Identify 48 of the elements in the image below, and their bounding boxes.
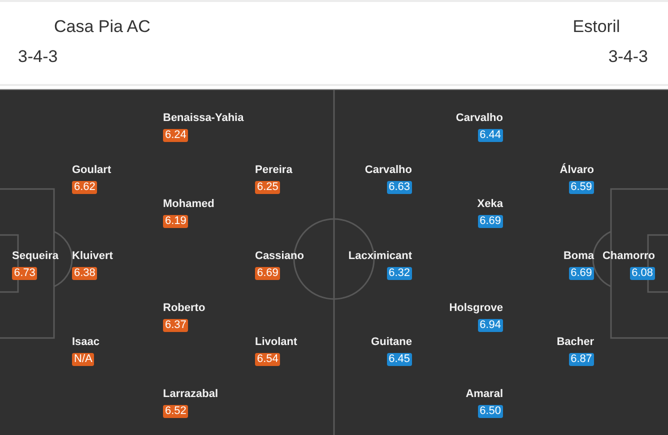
player-name: Benaissa-Yahia	[163, 112, 244, 125]
rating-badge: 6.69	[568, 267, 594, 280]
rating-badge: 6.50	[478, 405, 503, 418]
rating-badge: 6.59	[568, 181, 594, 194]
player-name: Goulart	[72, 164, 112, 177]
rating-badge: 6.44	[478, 129, 503, 142]
rating-badge: 6.32	[386, 267, 412, 280]
rating-badge: N/A	[72, 353, 94, 366]
player-name: Álvaro	[560, 164, 594, 177]
rating-badge: 6.94	[478, 319, 503, 332]
player-name: Roberto	[163, 302, 206, 315]
rating-badge: 6.54	[255, 353, 280, 366]
player-name: Holsgrove	[449, 302, 503, 315]
player-name: Carvalho	[456, 112, 503, 125]
formation-label: 3-4-3	[18, 46, 58, 68]
rating-badge: 6.08	[630, 267, 655, 280]
player-name: Xeka	[477, 198, 503, 211]
player-name: Cassiano	[255, 250, 304, 263]
player-name: Larrazabal	[163, 388, 218, 401]
rating-badge: 6.38	[72, 267, 98, 280]
rating-badge: 6.25	[255, 181, 280, 194]
rating-badge: 6.69	[255, 267, 280, 280]
rating-badge: 6.45	[386, 353, 412, 366]
rating-badge: 6.73	[12, 267, 38, 280]
player-name: Boma	[563, 250, 594, 263]
player-name: Pereira	[255, 164, 292, 177]
team-name: Estoril	[572, 16, 620, 38]
player-name: Guitane	[371, 336, 412, 349]
player-name: Isaac	[72, 336, 100, 349]
rating-badge: 6.62	[72, 181, 98, 194]
rating-badge: 6.52	[163, 405, 188, 418]
player-name: Chamorro	[602, 250, 655, 263]
player-name: Lacximicant	[348, 250, 412, 263]
rating-badge: 6.37	[163, 319, 188, 332]
player-name: Mohamed	[163, 198, 214, 211]
rating-badge: 6.87	[568, 353, 594, 366]
rating-badge: 6.63	[386, 181, 412, 194]
player-name: Sequeira	[12, 250, 58, 263]
rating-badge: 6.24	[163, 129, 188, 142]
rating-badge: 6.69	[478, 215, 503, 228]
player-name: Amaral	[466, 388, 503, 401]
player-name: Carvalho	[364, 164, 412, 177]
player-name: Bacher	[556, 336, 594, 349]
team-name: Casa Pia AC	[54, 16, 150, 38]
formation-label: 3-4-3	[608, 46, 648, 68]
player-name: Kluivert	[72, 250, 113, 263]
player-name: Livolant	[255, 336, 298, 349]
rating-badge: 6.19	[163, 215, 188, 228]
